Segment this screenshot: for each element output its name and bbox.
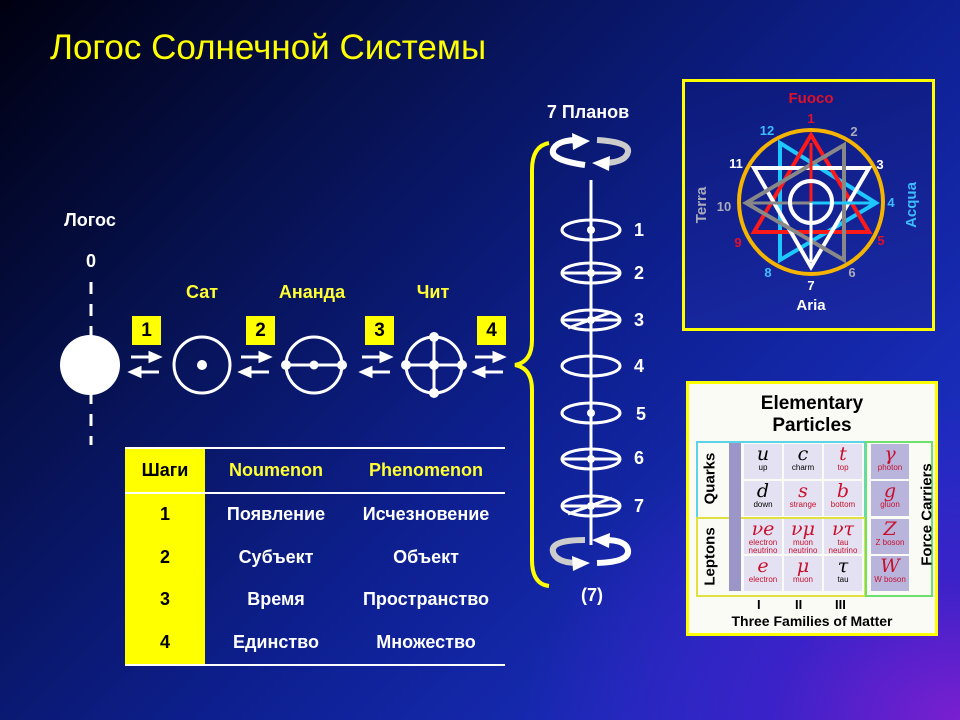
logos-sphere xyxy=(60,335,120,395)
step-badge-2: 2 xyxy=(246,316,275,345)
plane-number: 2 xyxy=(633,263,645,283)
cell: Множество xyxy=(376,631,476,652)
planes-brace xyxy=(514,141,550,588)
step-badge-3: 3 xyxy=(365,316,394,345)
stage-name-chit: Чит xyxy=(416,282,450,302)
step-badge-1: 1 xyxy=(132,316,161,345)
leptons-label: Leptons xyxy=(701,527,719,586)
rotation-arrow-bottom-icon xyxy=(549,537,632,566)
cell: Исчезновение xyxy=(362,504,490,525)
logos-label: Логос xyxy=(64,210,116,230)
slide-title: Логос Солнечной Системы xyxy=(50,28,487,67)
arrow-pair-1 xyxy=(127,350,163,379)
arrow-pair-2 xyxy=(237,350,273,379)
table-row: 1 Появление Исчезновение xyxy=(125,494,505,537)
plane-number: 6 xyxy=(633,448,645,468)
rotation-arrow-top-icon xyxy=(549,137,632,168)
table-row: 3 Время Пространство xyxy=(125,579,505,622)
cell: Время xyxy=(247,589,305,610)
stage-name-sat: Сат xyxy=(185,282,219,302)
family-label: III xyxy=(835,597,846,612)
cell: 4 xyxy=(159,631,170,652)
particles-title-line1: Elementary xyxy=(760,393,864,414)
planes-footer: (7) xyxy=(581,585,603,605)
plane-number: 3 xyxy=(633,310,645,330)
plane-number: 4 xyxy=(633,356,645,376)
stage-name-ananda: Ананда xyxy=(278,282,346,302)
cell: 3 xyxy=(159,589,170,610)
header-noumenon: Noumenon xyxy=(229,459,323,480)
cell: Единство xyxy=(232,631,320,652)
cell: Объект xyxy=(393,546,459,567)
elements-star-diagram xyxy=(682,79,935,331)
force-carriers-label: Force Carriers xyxy=(918,463,936,566)
family-label: II xyxy=(795,597,803,612)
cell: Субъект xyxy=(238,546,314,567)
cell: 2 xyxy=(159,546,170,567)
header-phenomenon: Phenomenon xyxy=(368,459,483,480)
plane-number: 5 xyxy=(635,404,647,424)
exchange-arrows xyxy=(127,350,507,379)
cell: Появление xyxy=(226,504,326,525)
arrow-pair-3 xyxy=(358,350,394,379)
arrow-pair-4 xyxy=(471,350,507,379)
cell: 1 xyxy=(159,504,170,525)
quarks-label: Quarks xyxy=(701,452,719,505)
particles-title-line2: Particles xyxy=(772,415,852,436)
cell: Пространство xyxy=(362,589,490,610)
planes-title: 7 Планов xyxy=(546,102,630,122)
steps-table: Шаги Noumenon Phenomenon 1 Появление Исчез… xyxy=(125,447,505,666)
table-row: 4 Единство Множество xyxy=(125,621,505,664)
force-group xyxy=(865,441,933,597)
sat-circle xyxy=(172,335,232,395)
table-header: Шаги Noumenon Phenomenon xyxy=(125,449,505,494)
logos-zero: 0 xyxy=(85,251,97,271)
particles-footer: Three Families of Matter xyxy=(731,613,893,629)
plane-number: 7 xyxy=(633,496,645,516)
family-label: I xyxy=(757,597,761,612)
step-badge-4: 4 xyxy=(477,316,506,345)
plane-number: 1 xyxy=(633,220,645,240)
table-row: 2 Субъект Объект xyxy=(125,536,505,579)
elementary-particles-image: Elementary Particles Quarks Leptons Forc… xyxy=(686,381,938,636)
header-steps: Шаги xyxy=(141,459,189,480)
